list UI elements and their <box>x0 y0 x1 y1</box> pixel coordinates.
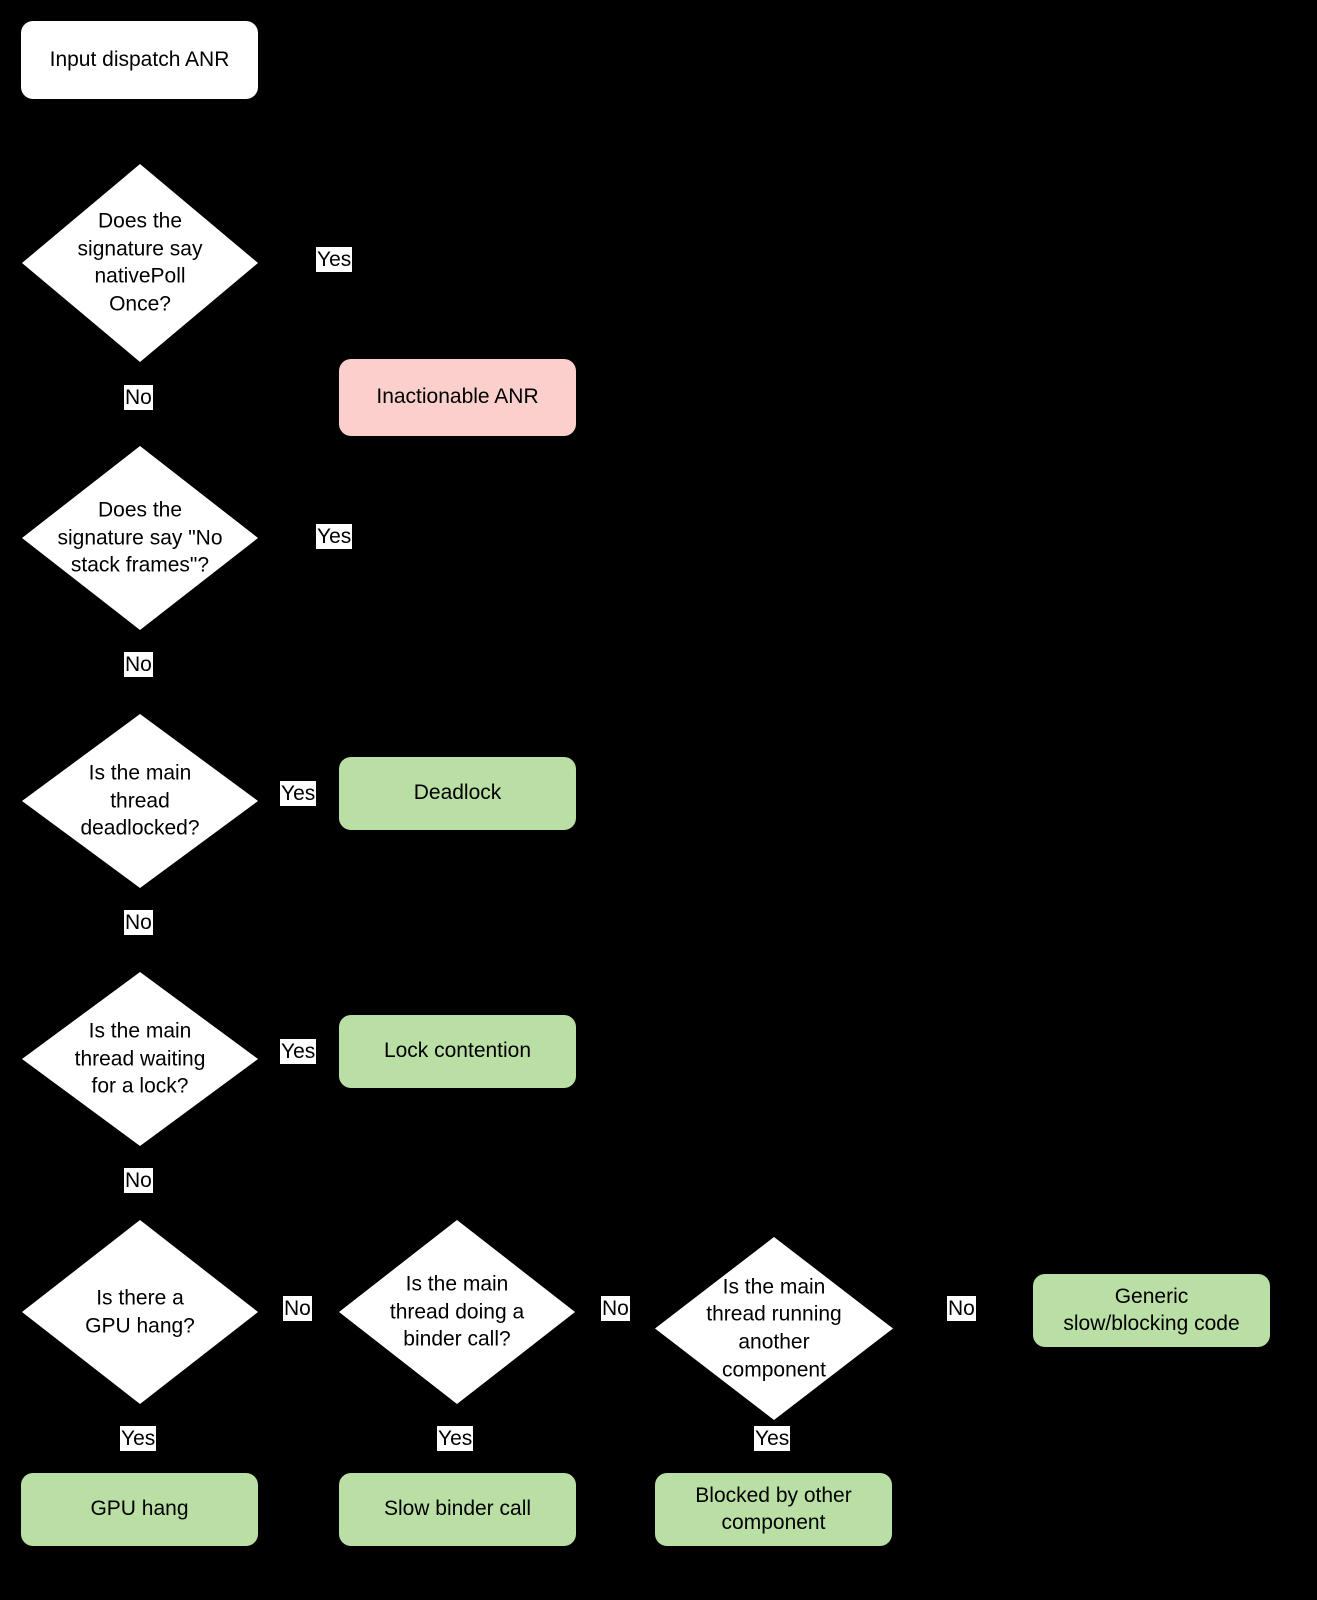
diamond-shape <box>22 446 258 630</box>
node-blocked-by-other-component[interactable]: Blocked by other component <box>655 1473 892 1546</box>
edge-label-q5-no: No <box>283 1296 312 1321</box>
node-inactionable-anr[interactable]: Inactionable ANR <box>339 359 576 436</box>
decision-running-another-component[interactable]: Is the main thread running another compo… <box>655 1237 893 1420</box>
edge-q2-yes <box>258 537 457 539</box>
edge-label-q5-yes: Yes <box>120 1426 157 1451</box>
edge-label-q3-yes: Yes <box>280 781 317 806</box>
node-label: GPU hang <box>90 1497 189 1521</box>
edge-q1-yes-v <box>456 262 458 359</box>
node-label: Blocked by other component <box>695 1483 852 1534</box>
node-slow-binder-call[interactable]: Slow binder call <box>339 1473 576 1546</box>
edge-label-q3-no: No <box>124 910 153 935</box>
edge-label-q1-no: No <box>124 385 153 410</box>
decision-binder-call[interactable]: Is the main thread doing a binder call? <box>339 1220 575 1404</box>
node-deadlock[interactable]: Deadlock <box>339 757 576 830</box>
node-label: Deadlock <box>413 781 502 805</box>
edge-label-q2-no: No <box>124 652 153 677</box>
decision-main-thread-waiting-for-lock[interactable]: Is the main thread waiting for a lock? <box>22 972 258 1146</box>
edge-start-to-q1 <box>139 99 141 164</box>
edge-q1-yes-h <box>258 262 457 264</box>
decision-main-thread-deadlocked[interactable]: Is the main thread deadlocked? <box>22 714 258 888</box>
node-lock-contention[interactable]: Lock contention <box>339 1015 576 1088</box>
node-input-dispatch-anr[interactable]: Input dispatch ANR <box>21 21 258 99</box>
edge-label-q7-no: No <box>947 1296 976 1321</box>
diamond-shape <box>22 714 258 888</box>
node-label: Lock contention <box>383 1039 532 1063</box>
node-gpu-hang[interactable]: GPU hang <box>21 1473 258 1546</box>
diamond-shape <box>22 1220 258 1404</box>
node-generic-slow-blocking-code[interactable]: Generic slow/blocking code <box>1033 1274 1270 1347</box>
node-label: Slow binder call <box>383 1497 532 1521</box>
edge-label-q1-yes: Yes <box>316 247 353 272</box>
node-label: Inactionable ANR <box>376 385 539 409</box>
edge-label-q4-yes: Yes <box>280 1039 317 1064</box>
decision-gpu-hang[interactable]: Is there a GPU hang? <box>22 1220 258 1404</box>
node-label: Generic slow/blocking code <box>1063 1284 1240 1335</box>
decision-native-poll-once[interactable]: Does the signature say nativePoll Once? <box>22 164 258 362</box>
diamond-shape <box>22 972 258 1146</box>
decision-no-stack-frames[interactable]: Does the signature say "No stack frames"… <box>22 446 258 630</box>
diamond-shape <box>655 1237 893 1420</box>
edge-label-q4-no: No <box>124 1168 153 1193</box>
node-label: Input dispatch ANR <box>49 47 230 71</box>
edge-label-q6-no: No <box>601 1296 630 1321</box>
edge-label-q6-yes: Yes <box>437 1426 474 1451</box>
edge-label-q7-yes: Yes <box>754 1426 791 1451</box>
edge-label-q2-yes: Yes <box>316 524 353 549</box>
diamond-shape <box>339 1220 575 1404</box>
diamond-shape <box>22 164 258 362</box>
